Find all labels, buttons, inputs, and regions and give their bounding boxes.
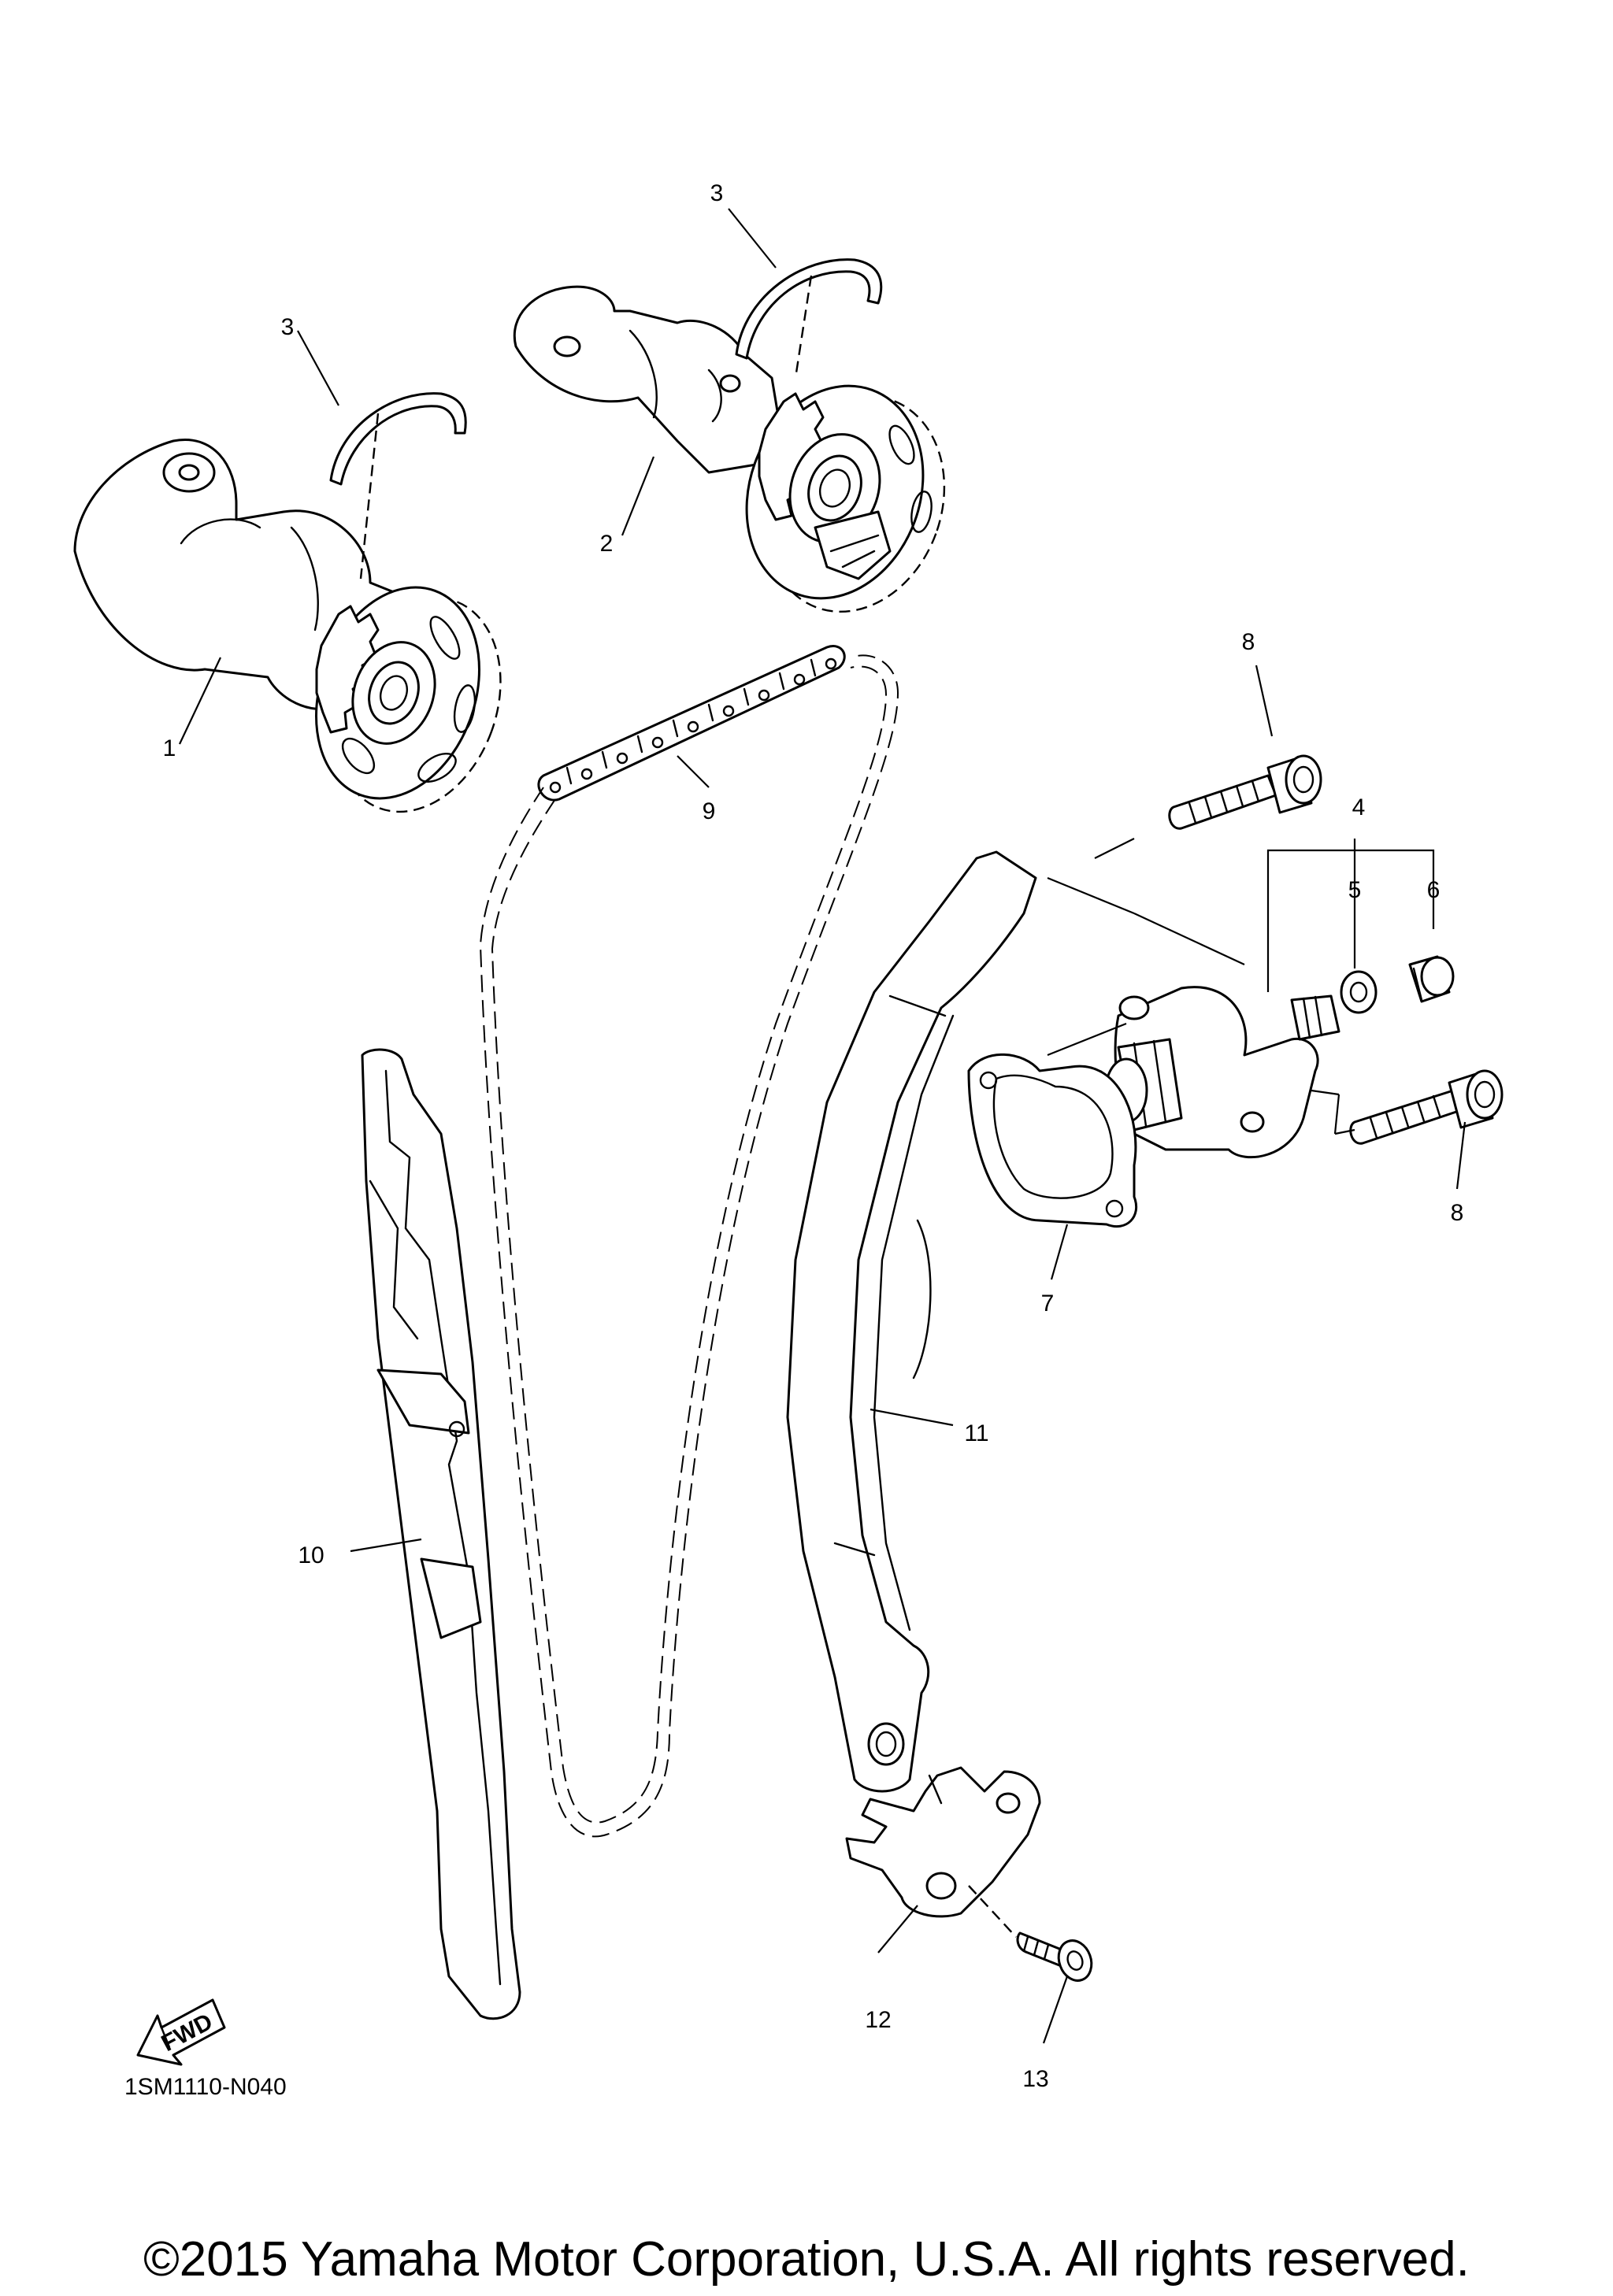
chain-guide-11 <box>786 850 1037 1793</box>
washer-5 <box>1340 970 1378 1014</box>
fwd-arrow-icon: FWD <box>136 1998 226 2066</box>
screw-13 <box>1016 1931 1093 1982</box>
bolt-8-upper <box>1168 754 1322 830</box>
callout-5: 5 <box>1348 877 1362 903</box>
callout-labels: 1 2 3 3 4 5 6 7 8 8 9 10 11 12 13 <box>163 180 1464 2092</box>
cam-chain-9 <box>479 645 899 1838</box>
tensioner-assembly-4 <box>1104 986 1340 1159</box>
callout-2: 2 <box>600 531 614 557</box>
bracket-12 <box>845 1766 1041 1918</box>
camshaft-1 <box>73 392 502 813</box>
callout-13: 13 <box>1022 2066 1048 2092</box>
drawing-code: 1SM1110-N040 <box>124 2074 287 2100</box>
gasket-7 <box>967 1053 1138 1228</box>
chain-guide-10 <box>361 1048 521 2020</box>
callout-10: 10 <box>298 1542 324 1568</box>
callout-3-left: 3 <box>281 314 295 340</box>
callout-1: 1 <box>163 735 176 761</box>
callout-9: 9 <box>703 798 716 824</box>
callout-7: 7 <box>1041 1291 1055 1316</box>
copyright-notice: ©2015 Yamaha Motor Corporation, U.S.A. A… <box>143 2232 1470 2287</box>
callout-11: 11 <box>964 1420 988 1446</box>
callout-8-lower: 8 <box>1451 1200 1464 1226</box>
camshaft-2 <box>513 258 946 613</box>
callout-4: 4 <box>1352 794 1366 820</box>
alignment-lines <box>968 838 1355 1938</box>
callout-12: 12 <box>865 2007 891 2033</box>
callout-leaders <box>179 208 1467 2044</box>
cap-bolt-6 <box>1408 955 1455 1003</box>
callout-8-upper: 8 <box>1242 629 1255 655</box>
callout-6: 6 <box>1427 877 1441 903</box>
callout-3-upper: 3 <box>710 180 724 206</box>
bolt-8-lower <box>1349 1069 1504 1145</box>
